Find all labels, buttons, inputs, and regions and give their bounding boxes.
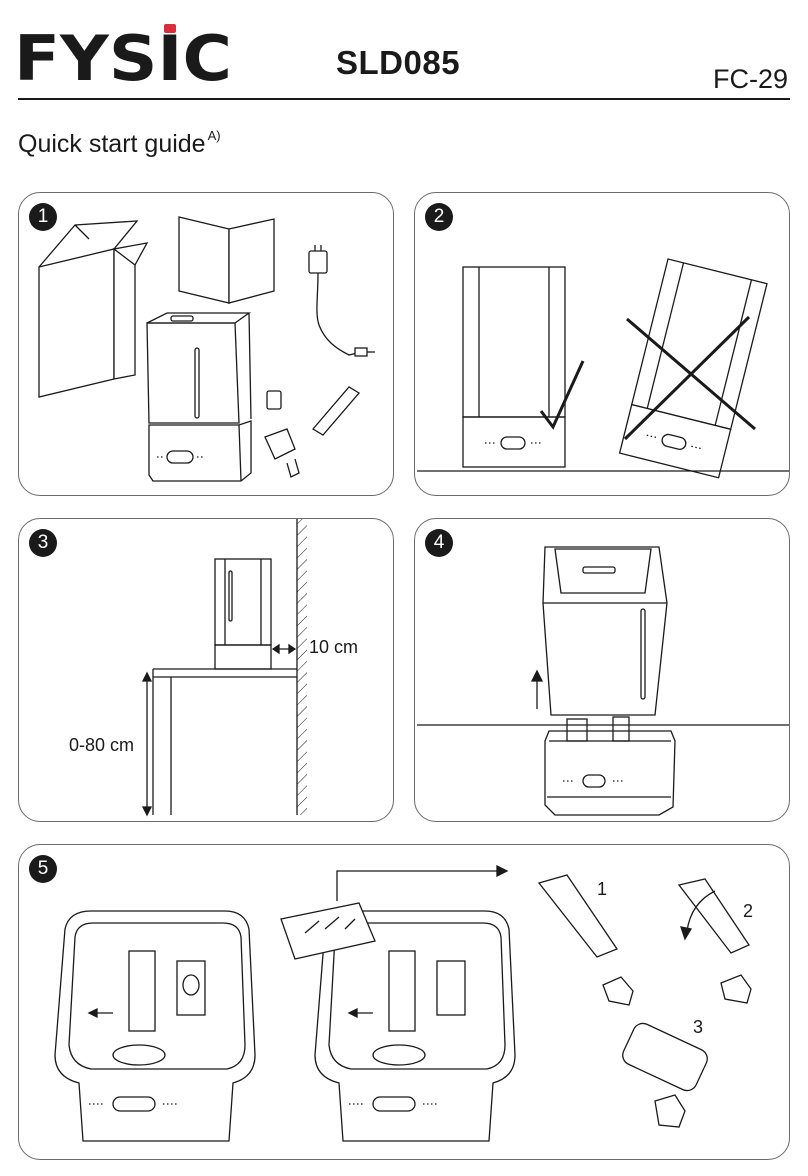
step-3-illustration <box>141 519 307 817</box>
sub-step-label-2: 2 <box>743 901 754 921</box>
step-4-panel: 4 <box>414 518 790 822</box>
step-3-number: 3 <box>29 529 57 557</box>
step-1-panel: 1 <box>18 192 394 496</box>
step-1-number: 1 <box>29 203 57 231</box>
tilted-humidifier <box>618 258 768 479</box>
base-unit <box>544 716 676 816</box>
step-5-illustration <box>54 864 752 1142</box>
step-4-number: 4 <box>425 529 453 557</box>
step-5-panel: 5 1 2 3 <box>18 844 790 1160</box>
wall-hatch <box>297 519 307 815</box>
lift-arrow <box>530 669 544 709</box>
upright-humidifier <box>462 266 566 468</box>
accessory-parts <box>264 386 360 478</box>
distance-arrow <box>271 643 297 655</box>
step-2-number: 2 <box>425 203 453 231</box>
humidifier-illustration <box>214 558 272 670</box>
page-header: FYSIC SLD085 FC-29 <box>0 0 808 110</box>
model-number: SLD085 <box>336 44 461 81</box>
cleaning-tool-part-3 <box>622 1022 708 1128</box>
humidifier-illustration <box>146 312 252 482</box>
cleaning-tool-part-2 <box>677 878 752 1004</box>
step-5-number: 5 <box>29 855 57 883</box>
water-tank-lifted <box>542 546 668 716</box>
cross-mark-icon <box>623 315 756 441</box>
brand-logo: FYSIC <box>14 22 234 97</box>
sub-step-label-3: 3 <box>693 1017 704 1037</box>
cleaning-tool-part-1 <box>537 874 634 1006</box>
check-mark-icon <box>539 360 585 430</box>
step-4-illustration <box>417 546 789 816</box>
step-3-panel: 3 10 cm 0-80 cm <box>18 518 394 822</box>
table-illustration <box>152 668 297 815</box>
base-with-lid-open <box>280 902 516 1142</box>
height-arrow <box>141 671 153 817</box>
manual-illustration <box>178 216 275 304</box>
svg-text:FYSIC: FYSIC <box>14 22 232 92</box>
step-2-illustration <box>417 258 789 479</box>
box-illustration <box>38 220 149 398</box>
title-text: Quick start guide <box>18 130 206 158</box>
document-code: FC-29 <box>712 64 788 94</box>
logo-dot <box>164 24 176 33</box>
sub-step-label-1: 1 <box>597 879 608 899</box>
power-adapter-illustration <box>308 245 375 357</box>
step-1-illustration <box>38 216 375 482</box>
title-note: A) <box>207 128 221 143</box>
move-arrow <box>336 864 509 901</box>
base-open-left <box>54 910 256 1142</box>
height-range-label: 0-80 cm <box>69 735 135 755</box>
step-2-panel: 2 <box>414 192 790 496</box>
header-rule <box>18 98 790 100</box>
wall-distance-label: 10 cm <box>309 637 359 657</box>
